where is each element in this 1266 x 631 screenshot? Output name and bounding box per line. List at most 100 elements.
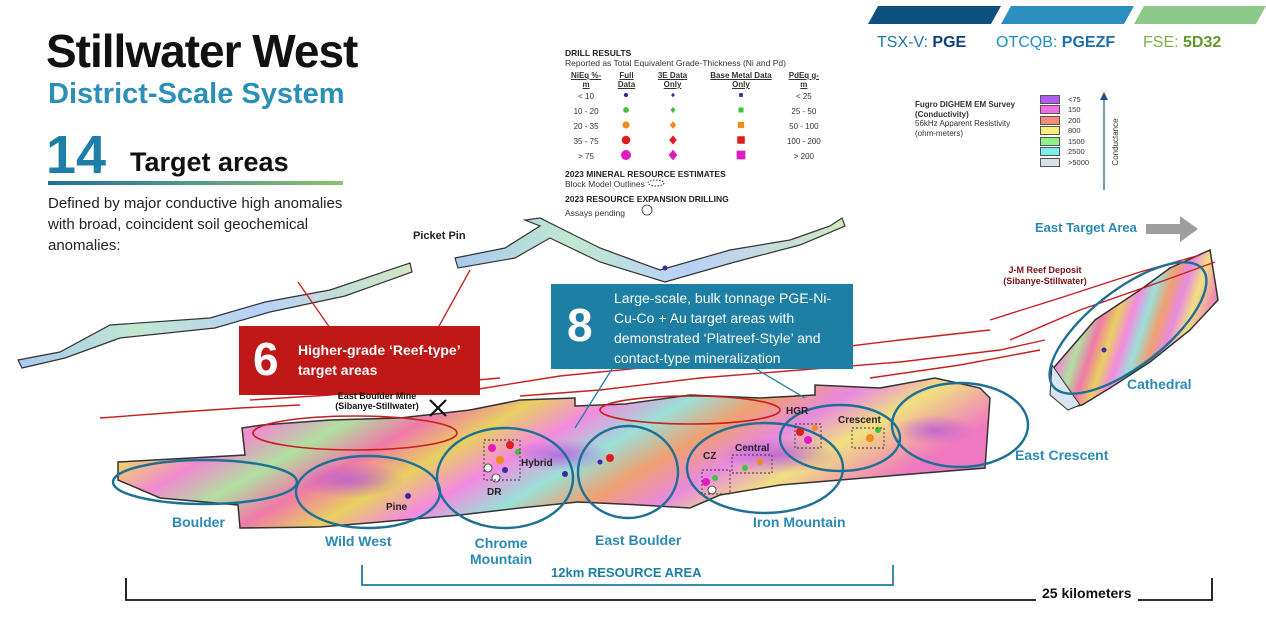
em-bin: 200 — [1040, 115, 1089, 126]
header-stripes — [868, 6, 1266, 24]
cathedral-target-ellipse — [1048, 261, 1208, 395]
stripe-mid — [1001, 6, 1134, 24]
east-target-low-area — [1049, 363, 1081, 411]
col-nieq: NiEq %-m — [570, 71, 602, 89]
bulk-leader-lines — [574, 368, 806, 429]
drill-hole — [812, 425, 818, 431]
em-bin: 150 — [1040, 105, 1089, 116]
label-cz: CZ — [703, 451, 717, 462]
diamond-marker-icon — [668, 149, 677, 161]
drill-legend-row: < 10 < 25 — [565, 89, 825, 104]
em-bin: >5000 — [1040, 157, 1089, 168]
block-model-outlines — [483, 423, 885, 495]
assays-pending-icon — [641, 204, 653, 216]
drill-hole — [562, 471, 568, 477]
leader-line — [297, 281, 331, 329]
drill-legend-row: > 75> 200 — [565, 149, 825, 164]
drill-hole-markers — [405, 265, 1107, 499]
em-survey-legend: Fugro DIGHEM EM Survey (Conductivity) 56… — [915, 100, 1015, 138]
label-chrome-mountain: Chrome Mountain — [470, 535, 533, 567]
em-bin: 2500 — [1040, 147, 1089, 158]
mre-item: Block Model Outlines — [565, 179, 825, 189]
pdeq-range: < 25 — [795, 91, 812, 101]
drill-hole-pending — [707, 485, 717, 495]
reef-target-ellipse — [599, 395, 781, 425]
em-line4: (ohm-meters) — [915, 128, 964, 138]
em-bin-swatch — [1040, 126, 1060, 136]
drill-hole — [1101, 347, 1107, 353]
circle-marker-icon — [623, 107, 630, 113]
diamond-marker-icon — [668, 135, 677, 145]
em-bin: <75 — [1040, 94, 1089, 105]
conductance-axis: Conductance — [1100, 92, 1120, 190]
reef-leader-lines — [297, 269, 471, 329]
square-marker-icon — [736, 150, 746, 160]
square-marker-icon — [738, 107, 744, 113]
drill-hole — [496, 456, 504, 464]
resource-area-bracket — [361, 565, 894, 586]
square-marker-icon — [736, 150, 746, 160]
east-boulder-target-ellipse — [576, 424, 680, 520]
reef-callout-number: 6 — [253, 333, 279, 385]
label-pine: Pine — [386, 502, 408, 513]
pdeq-range: 50 - 100 — [789, 121, 819, 131]
em-title: Fugro DIGHEM EM Survey — [915, 100, 1016, 109]
bulk-callout-text: Large-scale, bulk tonnage PGE-Ni-Cu-Co +… — [614, 290, 832, 366]
chrome-mountain-target-ellipse — [435, 426, 575, 530]
stripe-green — [1134, 6, 1266, 24]
drill-hole — [804, 436, 812, 444]
arrow-right-icon — [1146, 216, 1198, 242]
label-east-boulder-mine: East Boulder Mine (Sibanye-Stillwater) — [335, 391, 419, 411]
crescent-target-ellipse — [778, 403, 902, 473]
col-full: Full Data — [617, 71, 636, 89]
square-marker-icon — [738, 107, 744, 113]
mine-icon — [429, 399, 447, 417]
pdeq-range: 100 - 200 — [786, 136, 821, 146]
nieq-range: < 10 — [578, 91, 594, 101]
fault-line — [869, 349, 1041, 379]
label-cathedral: Cathedral — [1127, 376, 1192, 392]
label-east-target-area: East Target Area — [1035, 220, 1137, 235]
target-count: 14 — [46, 125, 107, 185]
drill-hole — [506, 441, 514, 449]
em-bin-label: 150 — [1068, 105, 1081, 115]
bulk-callout-number: 8 — [567, 299, 593, 351]
diamond-marker-icon — [670, 106, 676, 114]
circle-marker-icon — [621, 150, 632, 160]
nieq-range: 20 - 35 — [573, 121, 599, 131]
em-subtitle: (Conductivity) — [915, 109, 969, 119]
label-east-crescent: East Crescent — [1015, 447, 1109, 463]
page-subtitle: District-Scale System — [48, 78, 345, 110]
circle-marker-icon — [624, 92, 629, 98]
diamond-marker-icon — [670, 106, 676, 114]
drill-hole — [757, 459, 763, 465]
square-marker-icon — [737, 121, 745, 129]
leader-line — [437, 269, 471, 329]
label-central: Central — [735, 443, 770, 454]
fault-line — [1009, 261, 1216, 341]
block-model-outline — [851, 427, 885, 449]
scale-bar-label: 25 kilometers — [1036, 585, 1138, 601]
em-bin-label: 800 — [1068, 126, 1081, 136]
arrow-up-icon — [1100, 92, 1108, 100]
drill-legend-row: 20 - 35 50 - 100 — [565, 119, 825, 134]
fault-line — [99, 404, 301, 419]
label-boulder: Boulder — [172, 514, 225, 530]
conductance-label: Conductance — [1111, 118, 1120, 166]
diamond-marker-icon — [668, 135, 677, 145]
em-bin-label: 2500 — [1068, 147, 1085, 157]
reef-target-outlines — [252, 395, 781, 451]
diamond-marker-icon — [668, 149, 677, 161]
iron-mountain-target-ellipse — [685, 421, 845, 515]
label-east-boulder: East Boulder — [595, 532, 682, 548]
exp-heading: 2023 RESOURCE EXPANSION DRILLING — [565, 194, 729, 204]
resource-area-label: 12km RESOURCE AREA — [545, 565, 708, 580]
label-iron-mountain: Iron Mountain — [753, 514, 846, 530]
drill-hole — [502, 467, 508, 473]
block-model-outline-icon — [647, 179, 665, 187]
drill-hole — [712, 475, 718, 481]
nieq-range: 10 - 20 — [573, 106, 599, 116]
em-bin-swatch — [1040, 136, 1060, 146]
